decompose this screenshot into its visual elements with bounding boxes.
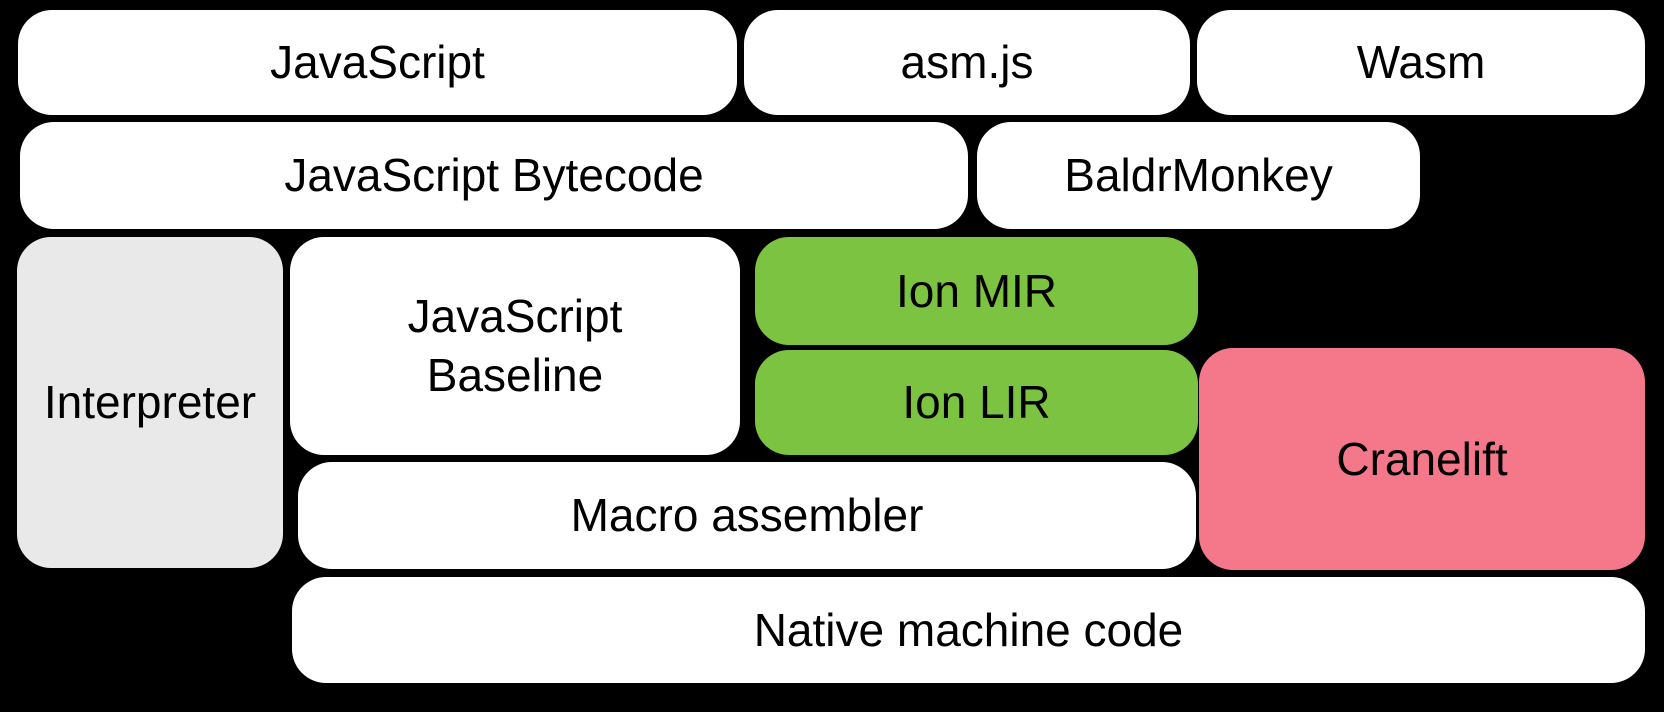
box-cranelift: Cranelift: [1199, 348, 1645, 570]
box-asmjs: asm.js: [744, 10, 1190, 115]
box-wasm: Wasm: [1197, 10, 1645, 115]
box-interpreter-label: Interpreter: [43, 376, 257, 429]
box-interpreter: Interpreter: [17, 237, 283, 568]
box-javascript-baseline-label: JavaScript Baseline: [407, 290, 623, 401]
box-baldrmonkey-label: BaldrMonkey: [1064, 149, 1333, 202]
box-native-machine-code: Native machine code: [292, 577, 1645, 683]
box-ion-lir: Ion LIR: [755, 350, 1198, 455]
box-wasm-label: Wasm: [1356, 36, 1486, 89]
box-ion-mir: Ion MIR: [755, 237, 1198, 345]
box-javascript-bytecode-label: JavaScript Bytecode: [284, 149, 704, 202]
box-cranelift-label: Cranelift: [1336, 432, 1508, 485]
box-baldrmonkey: BaldrMonkey: [977, 122, 1420, 229]
box-javascript-baseline: JavaScript Baseline: [290, 237, 740, 455]
box-macro-assembler-label: Macro assembler: [570, 489, 924, 542]
box-javascript: JavaScript: [18, 10, 737, 115]
box-ion-lir-label: Ion LIR: [902, 376, 1051, 429]
box-javascript-label: JavaScript: [270, 36, 485, 89]
box-ion-mir-label: Ion MIR: [895, 264, 1058, 317]
box-javascript-bytecode: JavaScript Bytecode: [20, 122, 968, 229]
box-native-machine-code-label: Native machine code: [753, 603, 1184, 656]
box-asmjs-label: asm.js: [900, 36, 1034, 89]
box-macro-assembler: Macro assembler: [298, 462, 1196, 569]
